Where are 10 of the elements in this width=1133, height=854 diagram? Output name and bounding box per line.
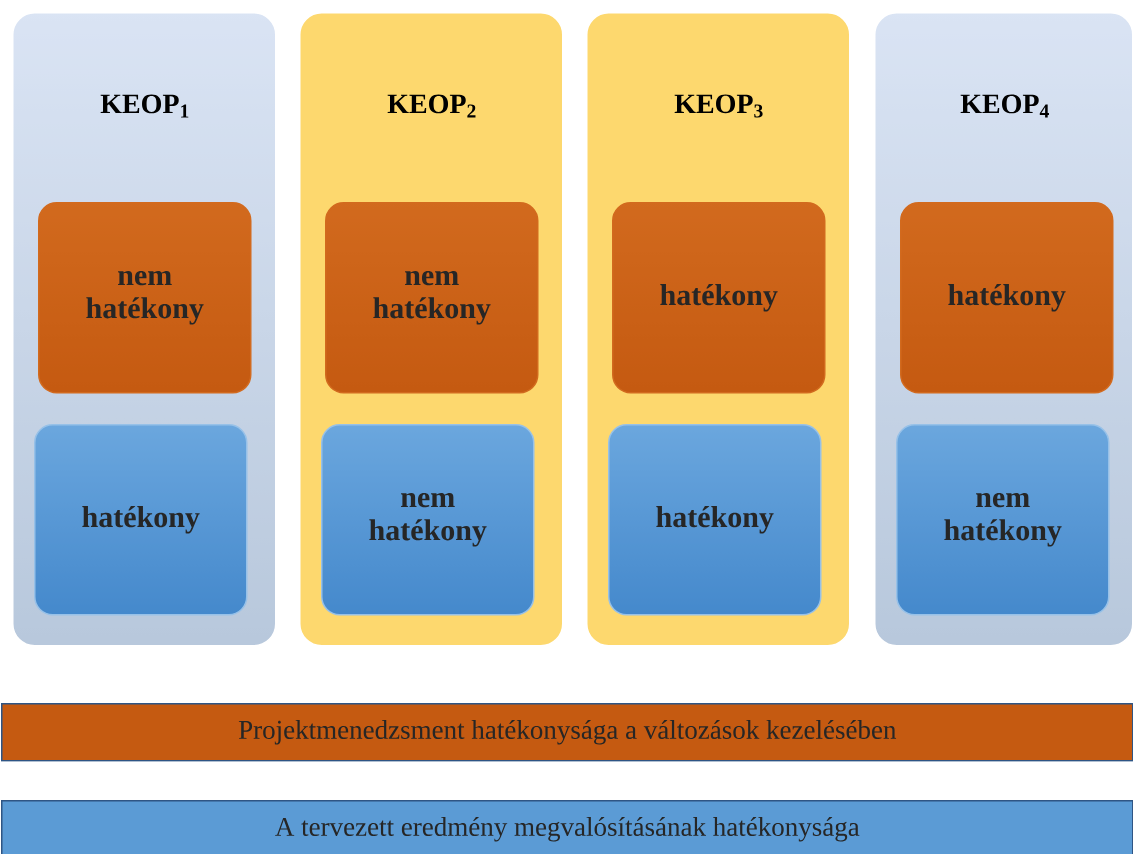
banner-bar: Projektmenedzsment hatékonysága a változások kezelésében [1, 703, 1133, 762]
rounded-box: nem hatékony [325, 202, 539, 394]
rounded-box: hatékony [900, 202, 1114, 394]
rounded-box: hatékony [34, 424, 248, 616]
rounded-box: nem hatékony [38, 202, 252, 394]
banner-bar: A tervezett eredmény megvalósításának hatékonysága [1, 800, 1133, 854]
rounded-box: nem hatékony [896, 424, 1110, 616]
rounded-box: hatékony [608, 424, 822, 616]
rounded-box: nem hatékony [321, 424, 535, 616]
rounded-box: hatékony [612, 202, 826, 394]
